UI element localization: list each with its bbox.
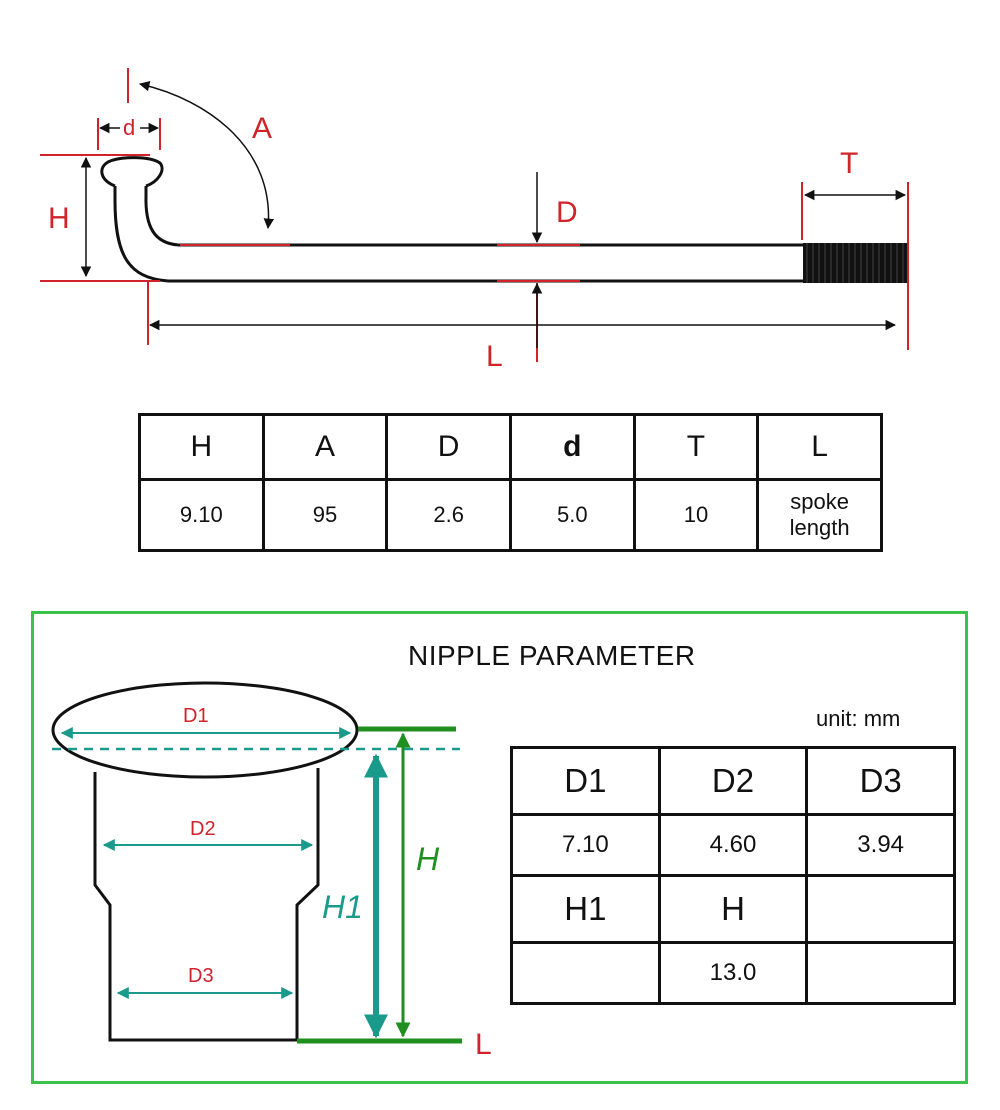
spoke-header-t: T [632,413,760,481]
nipple-parameter-table: D1 D2 D3 7.10 4.60 3.94 H1 H 13.0 [510,746,956,1005]
nipple-value-d2: 4.60 [657,813,809,877]
label-d-small: d [123,115,135,140]
spoke-table-header-row: H A D d T L [138,413,883,481]
label-h1: H1 [322,889,363,925]
spoke-value-a: 95 [261,478,389,552]
spoke-header-l: L [756,413,883,481]
spoke-table-value-row: 9.10 95 2.6 5.0 10 spoke length [138,478,883,552]
nipple-header-d2: D2 [657,746,809,816]
nipple-header-d3: D3 [805,746,956,816]
nipple-value-d3: 3.94 [805,813,956,877]
nipple-value-empty [805,941,956,1005]
label-d3: D3 [188,965,214,987]
nipple-header-d1: D1 [510,746,661,816]
unit-label: unit: mm [816,706,901,731]
spoke-parameter-table: H A D d T L 9.10 95 2.6 5.0 10 spoke len… [138,413,883,552]
nipple-header-h: H [657,874,809,944]
spoke-header-d-small: d [508,413,636,481]
label-d-large: D [556,196,578,229]
spoke-value-l: spoke length [756,478,883,552]
spoke-header-d-large: D [385,413,512,481]
nipple-title: NIPPLE PARAMETER [408,640,696,671]
spoke-header-a: A [261,413,389,481]
spoke-value-t: 10 [632,478,760,552]
spoke-header-h: H [138,413,265,481]
label-t: T [840,147,858,180]
nipple-value-h: 13.0 [657,941,809,1005]
label-d2: D2 [190,818,216,840]
angle-a-arrow [138,80,275,230]
label-a: A [252,112,272,145]
label-l: L [486,340,503,373]
spoke-value-d-large: 2.6 [385,478,512,552]
thread-section [803,243,907,283]
spoke-value-h: 9.10 [138,478,265,552]
spoke-diagram: A d H D T L [40,68,909,373]
label-h-green: H [416,841,440,877]
red-markers [40,68,909,362]
spoke-value-d-small: 5.0 [508,478,636,552]
nipple-value-d1: 7.10 [510,813,661,877]
nipple-row2-headers: H1 H [510,874,956,944]
nipple-header-h1: H1 [510,874,661,944]
label-d1: D1 [183,705,209,727]
nipple-row2-values: 13.0 [510,941,956,1005]
label-h: H [48,202,70,235]
nipple-header-empty [805,874,956,944]
label-l-nipple: L [475,1028,492,1061]
nipple-shape [51,681,359,1042]
nipple-value-h1 [510,941,661,1005]
nipple-row1-headers: D1 D2 D3 [510,746,956,816]
nipple-panel [31,611,968,1084]
nipple-row1-values: 7.10 4.60 3.94 [510,813,956,877]
